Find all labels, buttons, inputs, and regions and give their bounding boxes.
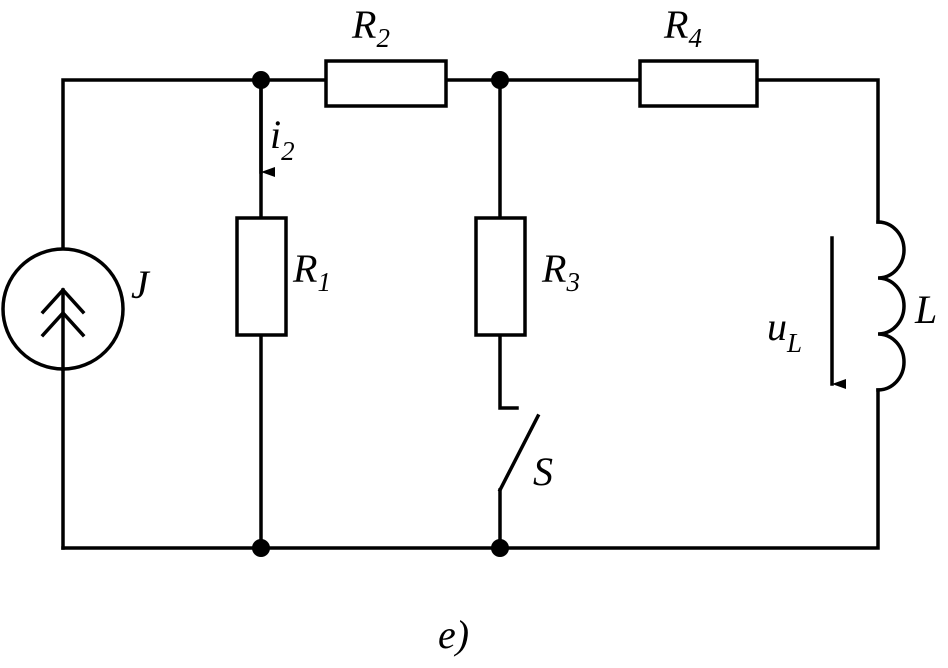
label-s: S [533, 449, 553, 494]
resistor-r2 [324, 59, 448, 108]
label-r3: R3 [541, 246, 580, 297]
wires [61, 78, 880, 550]
current-source-arrow-icon [40, 287, 86, 315]
label-j: J [131, 262, 151, 307]
current-source-j [1, 247, 125, 371]
switch-s [497, 413, 541, 493]
junction-node [491, 71, 509, 89]
wire-r3-to-switch [498, 333, 519, 410]
label-i2: i2 [270, 112, 295, 166]
label-ul: uL [767, 304, 802, 358]
label-r2: R2 [351, 2, 390, 53]
junction-node [252, 539, 270, 557]
wire-right-bottom [61, 388, 880, 550]
junction-node [491, 539, 509, 557]
resistor-r3 [474, 216, 527, 337]
junction-nodes [252, 71, 509, 557]
label-r4: R4 [663, 2, 702, 53]
resistor-r1 [235, 216, 288, 337]
resistor-r4 [638, 59, 759, 108]
junction-node [252, 71, 270, 89]
wire-left-loop [61, 78, 328, 250]
label-l: L [914, 287, 937, 332]
inductor-l [876, 220, 906, 392]
figure-caption: e) [438, 612, 469, 657]
wire-top-right [755, 78, 880, 224]
label-r1: R1 [292, 246, 331, 297]
